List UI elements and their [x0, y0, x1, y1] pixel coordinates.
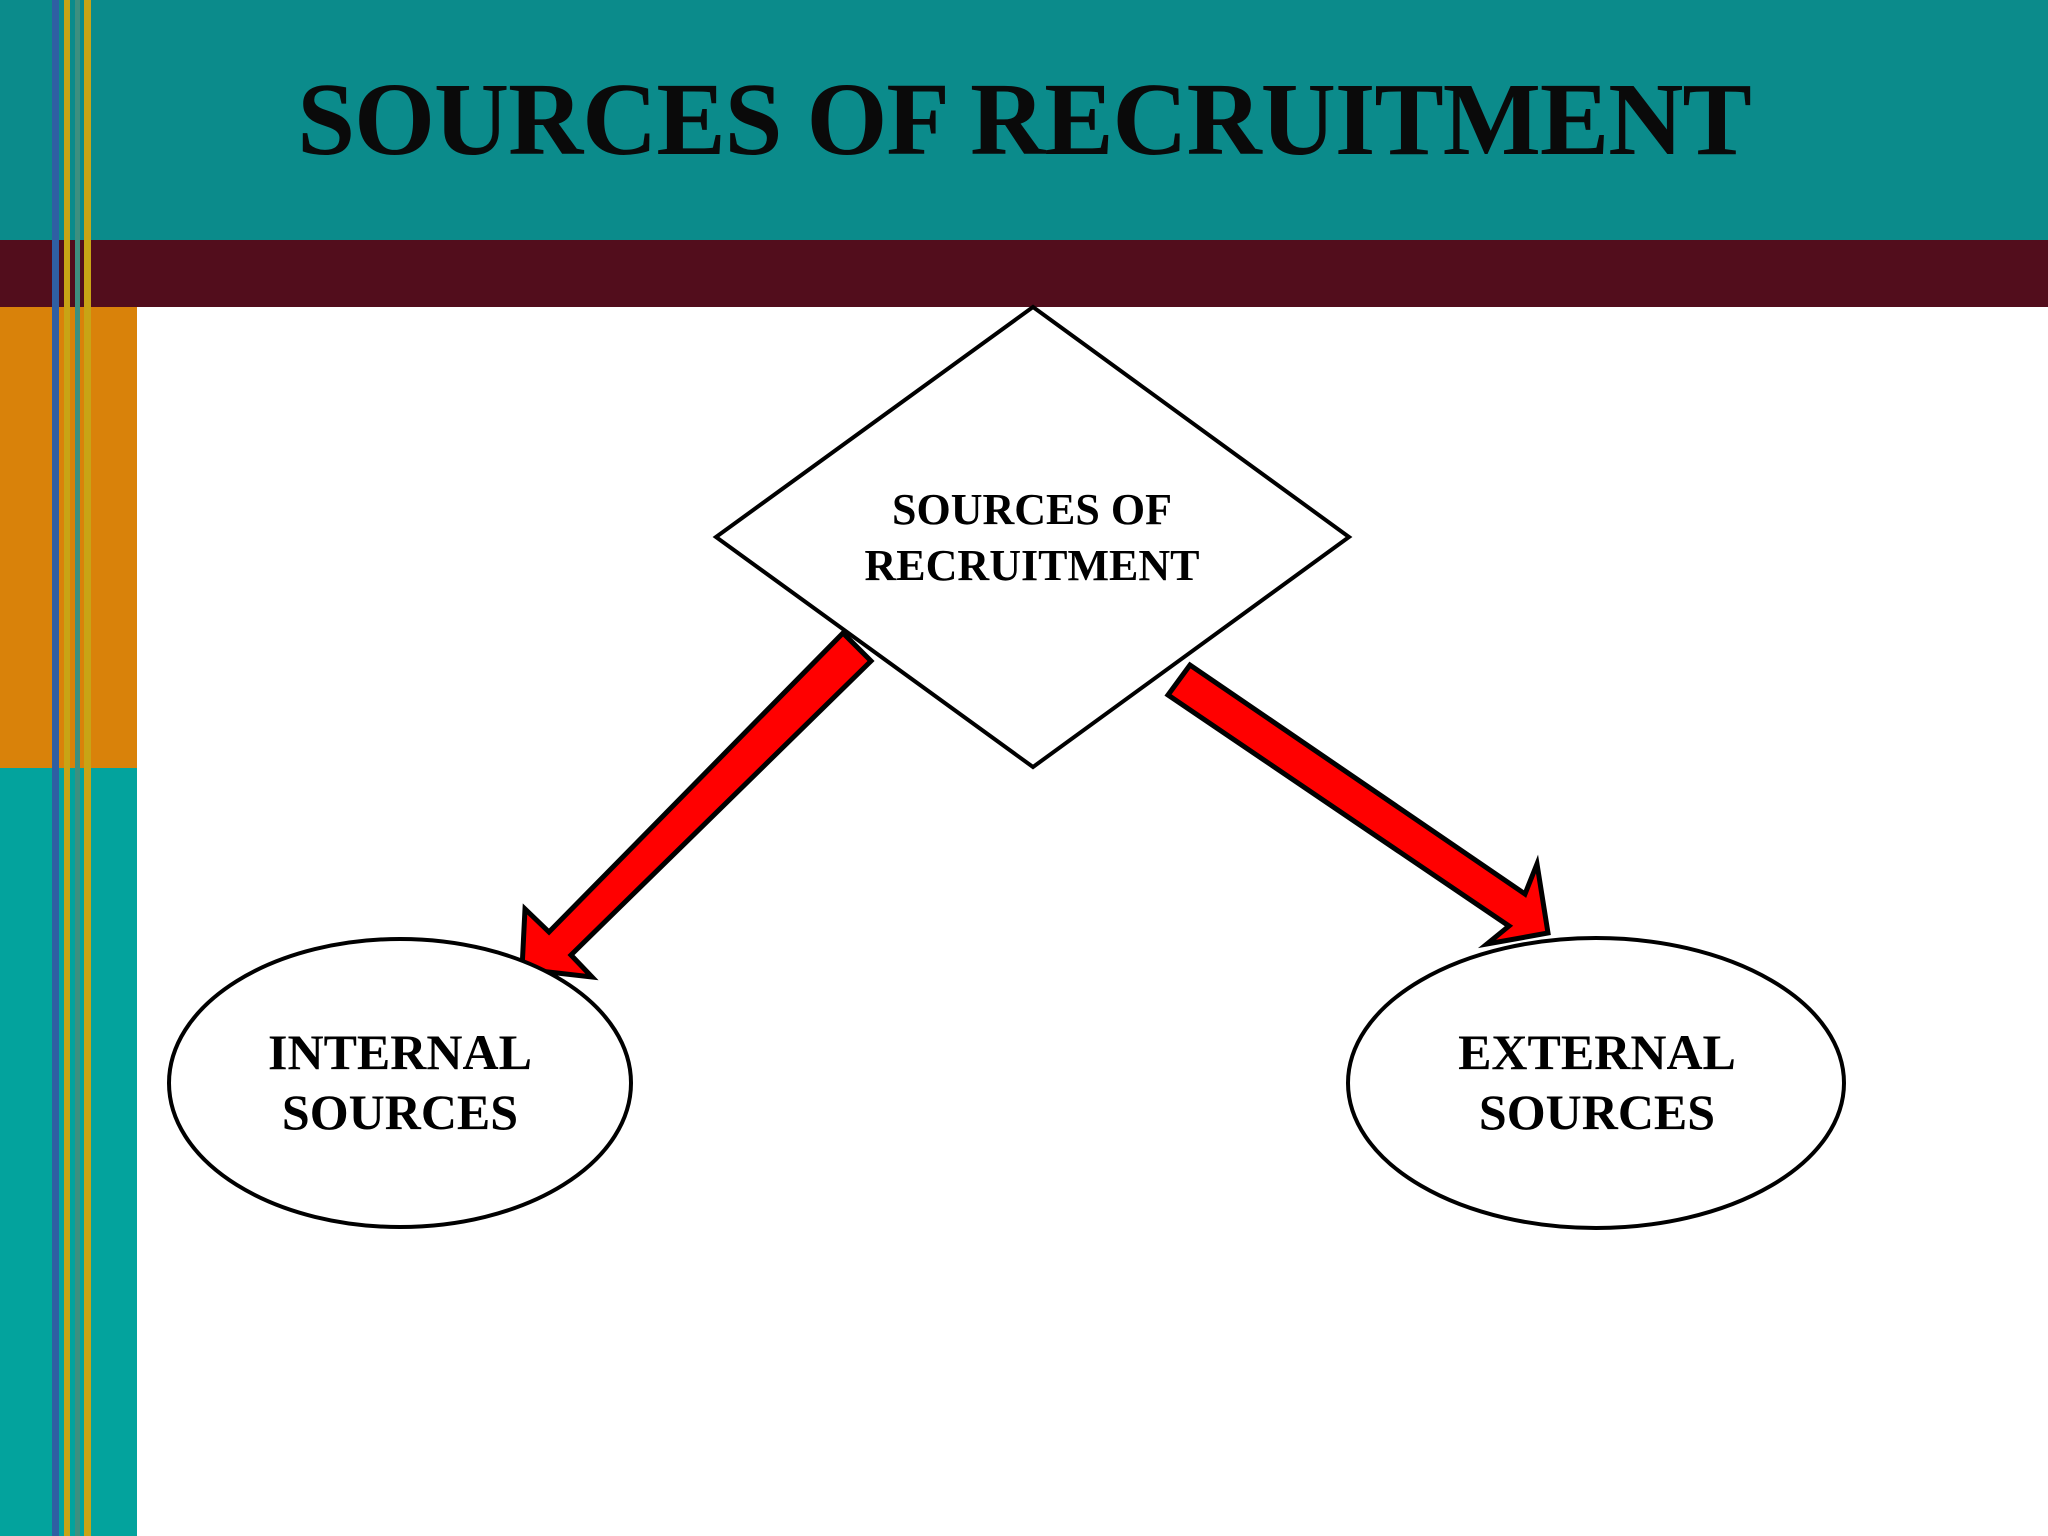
slide-title: SOURCES OF RECRUITMENT	[297, 62, 1751, 177]
vertical-stripe	[84, 0, 91, 1536]
internal-sources-label: INTERNAL SOURCES	[200, 1022, 600, 1142]
root-label-line1: SOURCES OF	[892, 485, 1172, 534]
accent-band	[0, 240, 2048, 307]
internal-label-line2: SOURCES	[281, 1084, 519, 1140]
vertical-stripe	[52, 0, 59, 1536]
root-label-line2: RECRUITMENT	[864, 541, 1200, 590]
arrow-to-internal	[519, 629, 875, 981]
internal-sources-node	[167, 937, 633, 1229]
external-sources-node	[1346, 936, 1846, 1230]
vertical-stripe	[75, 0, 80, 1536]
arrow-to-external	[1164, 661, 1551, 949]
external-sources-label: EXTERNAL SOURCES	[1397, 1022, 1797, 1142]
vertical-stripe	[64, 0, 70, 1536]
header-band	[0, 0, 2048, 240]
internal-label-line1: INTERNAL	[268, 1024, 532, 1080]
root-diamond	[712, 304, 1353, 770]
external-label-line1: EXTERNAL	[1458, 1024, 1736, 1080]
external-label-line2: SOURCES	[1478, 1084, 1716, 1140]
root-node-label: SOURCES OF RECRUITMENT	[816, 482, 1248, 594]
